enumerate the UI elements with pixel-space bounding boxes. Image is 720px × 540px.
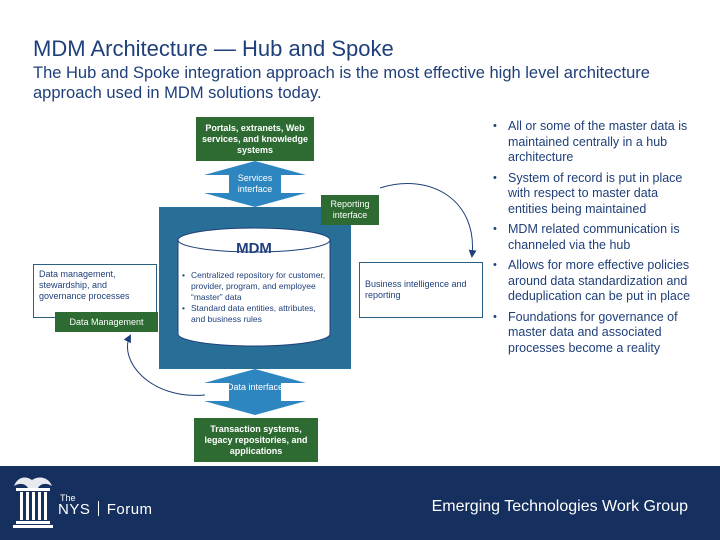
slide-subtitle: The Hub and Spoke integration approach i…: [33, 64, 650, 102]
slide-title: MDM Architecture — Hub and Spoke: [33, 36, 394, 61]
services-interface-label: Services interface: [237, 173, 273, 194]
key-point: System of record is put in place with re…: [491, 171, 691, 218]
capitol-column-icon: [13, 477, 53, 528]
data-management-desc: Data management, stewardship, and govern…: [39, 269, 130, 301]
reporting-interface-tag: Reporting interface: [321, 195, 379, 225]
logo-the: The: [60, 493, 76, 503]
services-interface-arrow: [204, 161, 306, 207]
key-points-list: All or some of the master data is mainta…: [491, 119, 691, 361]
mdm-points: Centralized repository for customer, pro…: [182, 270, 332, 325]
key-point: All or some of the master data is mainta…: [491, 119, 691, 166]
data-management-tag: Data Management: [55, 312, 158, 332]
mdm-label: MDM: [236, 240, 272, 257]
business-intelligence-box: Business intelligence and reporting: [359, 262, 483, 318]
transaction-systems-box: Transaction systems, legacy repositories…: [194, 418, 318, 462]
portals-box: Portals, extranets, Web services, and kn…: [196, 117, 314, 161]
logo-nys: NYS: [58, 501, 91, 518]
logo-forum: Forum: [106, 501, 153, 518]
work-group-name: Emerging Technologies Work Group: [431, 498, 688, 515]
data-interface-label: Data interface: [226, 382, 284, 392]
data-interface-arrow: [204, 369, 306, 415]
key-point: Foundations for governance of master dat…: [491, 310, 691, 357]
nys-forum-logo: The NYS Forum: [10, 472, 160, 532]
data-management-box: Data management, stewardship, and govern…: [33, 264, 157, 318]
logo-wordmark: NYS Forum: [58, 501, 153, 518]
key-point: Allows for more effective policies aroun…: [491, 258, 691, 305]
mdm-point: Standard data entities, attributes, and …: [182, 303, 332, 325]
logo-divider: [98, 501, 100, 516]
footer-bar: The NYS Forum Emerging Technologies Work…: [0, 466, 720, 540]
mdm-point: Centralized repository for customer, pro…: [182, 270, 332, 303]
business-intelligence-label: Business intelligence and reporting: [365, 279, 467, 300]
key-point: MDM related communication is channeled v…: [491, 222, 691, 253]
reporting-curve: [379, 183, 477, 258]
